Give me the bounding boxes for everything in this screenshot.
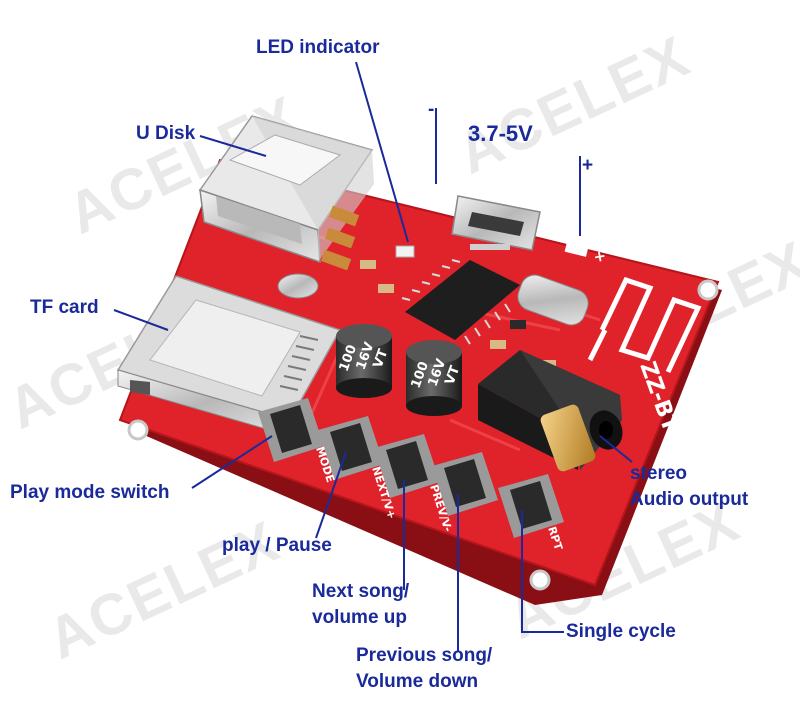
next-song-label-line2: volume up <box>312 607 408 628</box>
watermark-text: ACELEX <box>448 23 700 186</box>
bt-chip <box>401 259 520 345</box>
play-pause-label: play / Pause <box>222 535 332 556</box>
usb-a-port <box>198 115 374 299</box>
crystal <box>517 274 589 326</box>
previous-song-label-line1: Previous song/ <box>356 645 493 666</box>
pointer-led <box>355 61 409 243</box>
pointer-u-disk <box>199 135 267 157</box>
stereo-label-line2: Audio output <box>630 489 749 510</box>
play-mode-switch-label: Play mode switch <box>10 482 170 503</box>
button-play-mode <box>258 398 324 462</box>
audio-jack <box>478 350 623 472</box>
button-previous <box>432 452 498 516</box>
button-play-pause <box>318 416 384 480</box>
capacitor-left: 100 16V VT <box>336 324 392 398</box>
capacitor-right: 100 16V VT <box>406 340 463 416</box>
pointer-lines <box>113 61 633 652</box>
b-minus-silk: B- <box>404 180 425 201</box>
stereo-label-line1: stereo <box>630 463 688 484</box>
capacitor-text-line3: VT <box>371 347 392 370</box>
previous-song-label-line2: Volume down <box>356 671 479 692</box>
pointer-single-cycle <box>521 510 564 633</box>
minus-label: - <box>428 99 435 120</box>
bluetooth-antenna <box>587 276 702 374</box>
micro-usb-port <box>451 195 541 251</box>
b-plus-silk: B+ <box>588 238 610 265</box>
single-cycle-label: Single cycle <box>566 621 676 642</box>
led-indicator-label: LED indicator <box>256 37 380 58</box>
tf-card-slot <box>116 275 342 437</box>
watermark-text: ACELEX <box>38 508 290 671</box>
capacitor-text-line3: VT <box>443 364 464 387</box>
pointer-play-pause <box>315 451 347 539</box>
pointer-stereo <box>599 435 633 463</box>
tactile-buttons: MODE NEXT/V+ PREV/V- RPT <box>258 398 565 552</box>
led <box>395 245 415 258</box>
u-disk-label: U Disk <box>136 123 196 144</box>
tf-card-label: TF card <box>30 297 99 318</box>
pointer-play-mode <box>191 435 273 489</box>
plus-label: + <box>582 155 594 176</box>
battery-pads: B- B+ <box>404 180 610 265</box>
pointer-tf-card <box>113 309 169 331</box>
button-single-cycle <box>498 474 564 538</box>
button-next <box>374 434 440 498</box>
voltage-label: 3.7-5V <box>468 121 533 146</box>
next-song-label-line1: Next song/ <box>312 581 410 602</box>
